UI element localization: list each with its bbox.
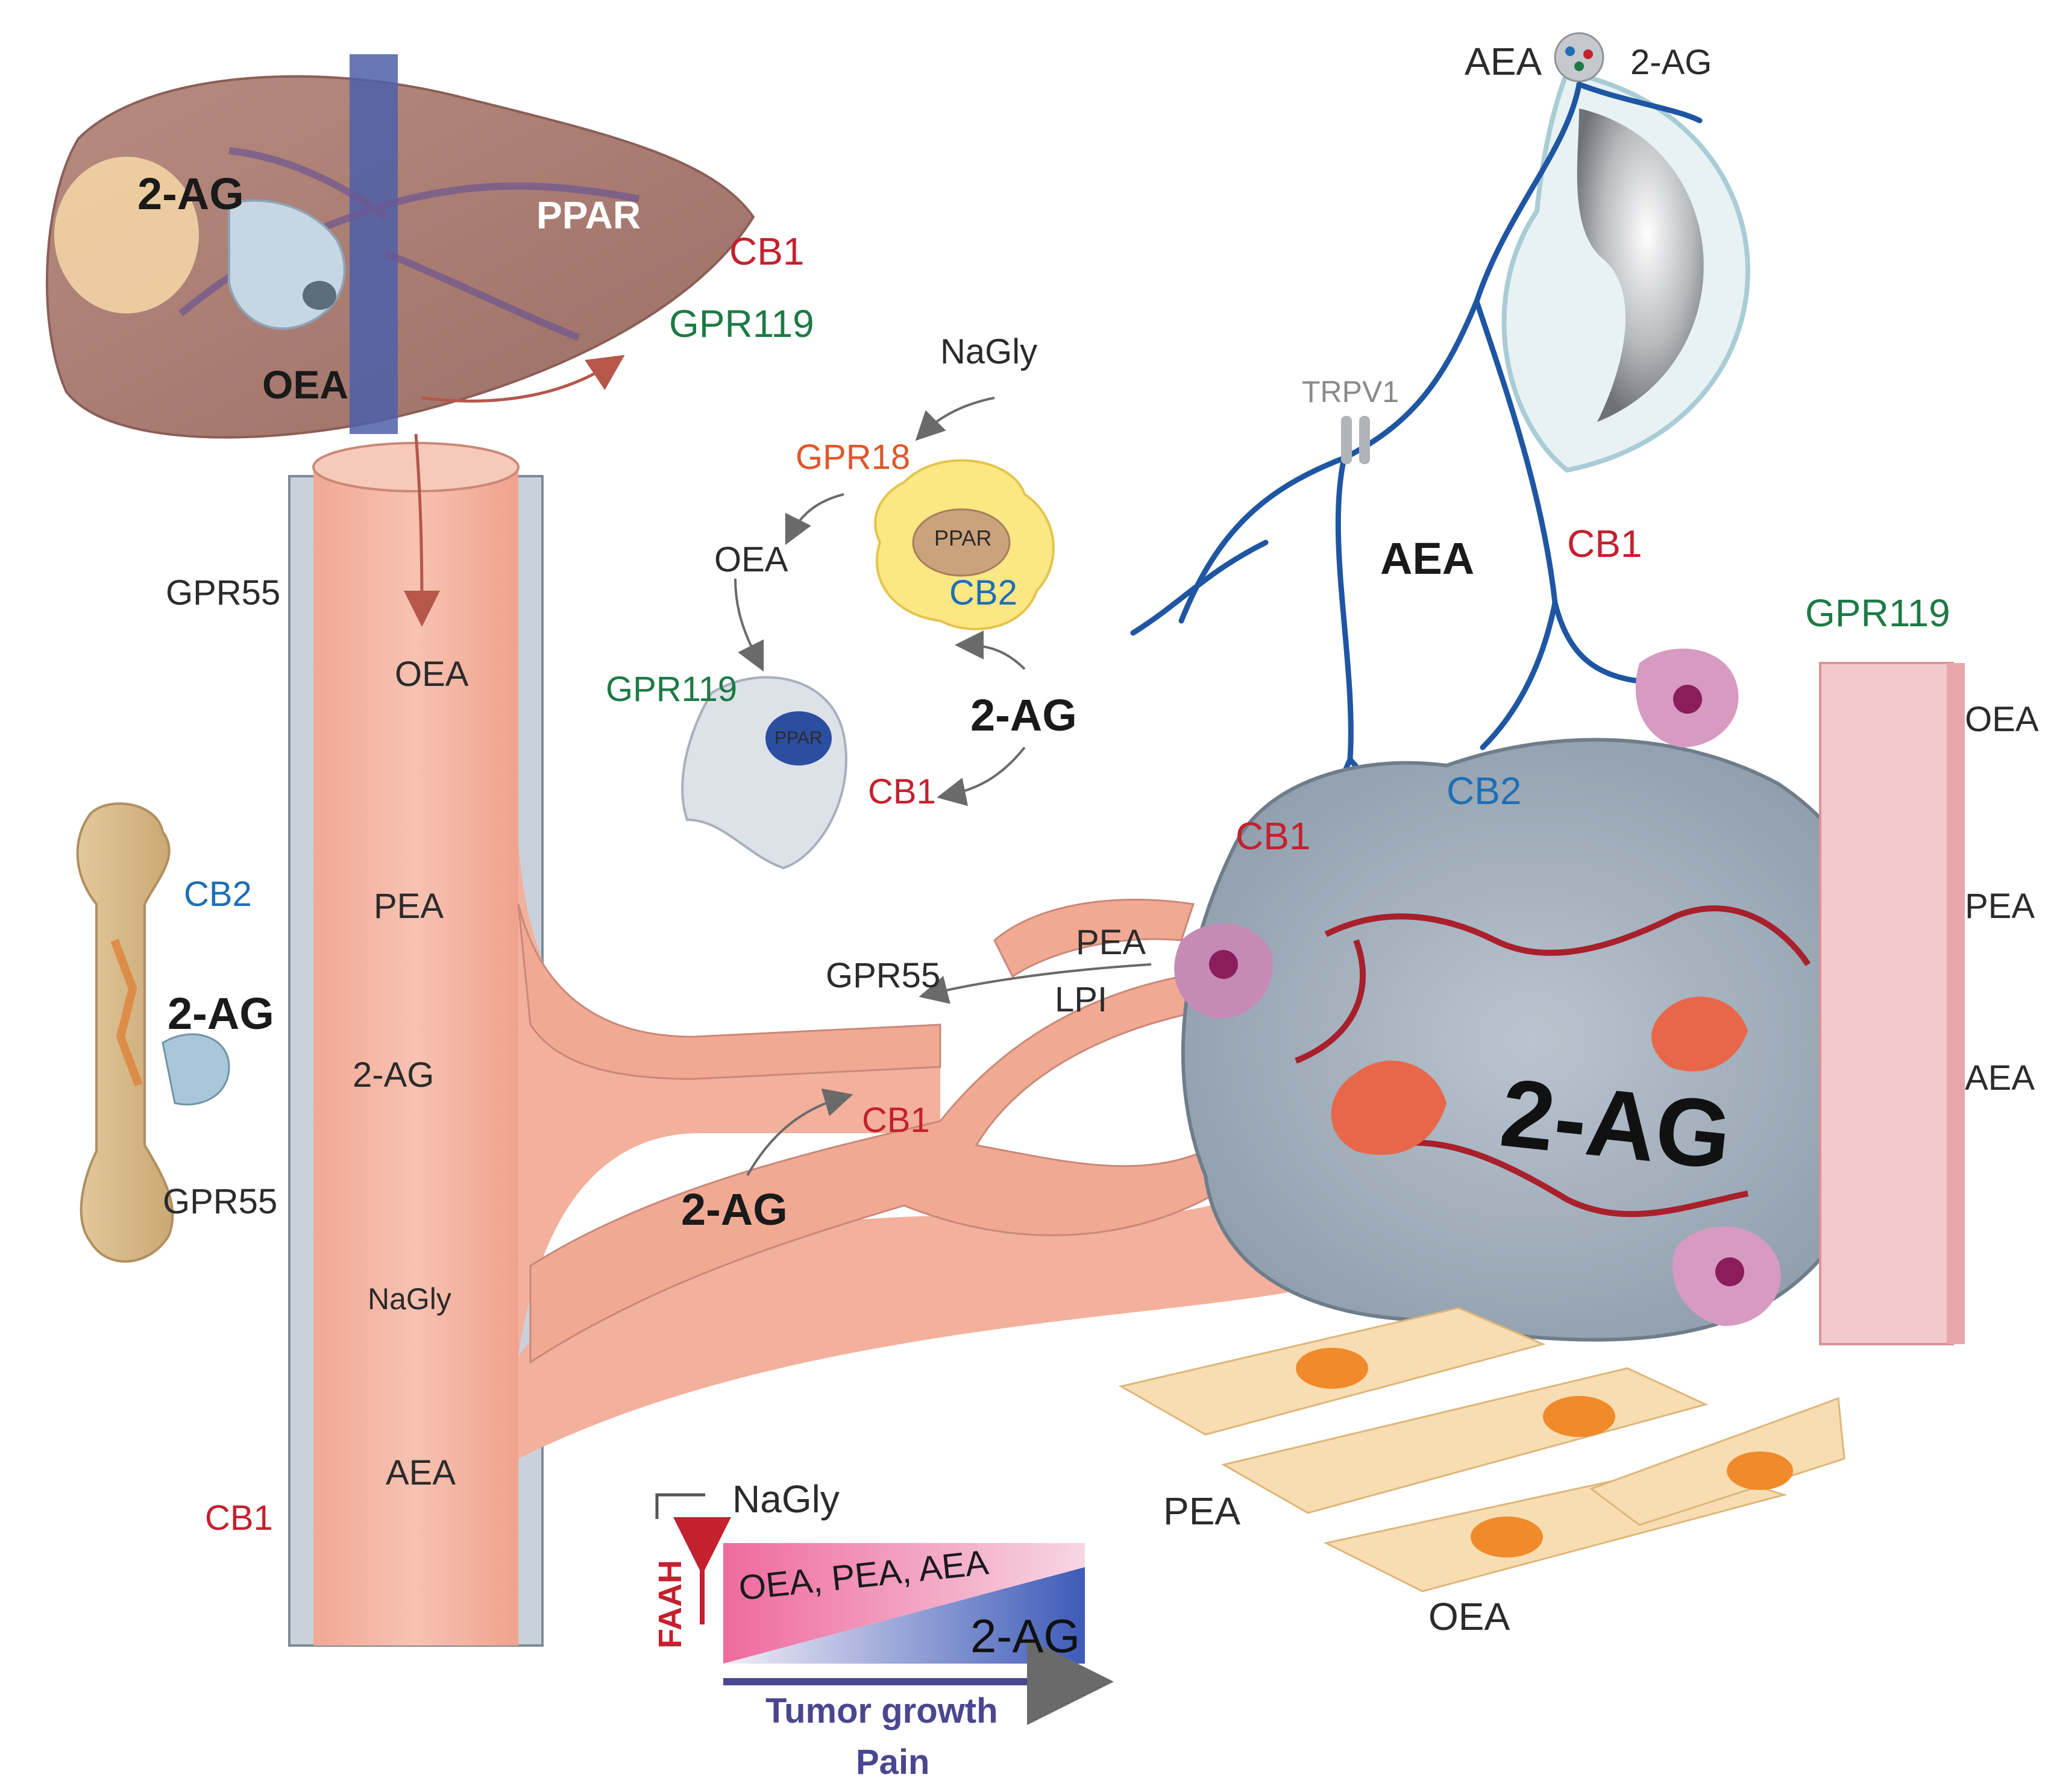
immune-2ag-label: 2-AG <box>970 690 1077 740</box>
legend-pain-label: Pain <box>856 1743 930 1782</box>
liver-oea-label: OEA <box>262 362 349 407</box>
legend-faah-label: FAAH <box>652 1560 688 1649</box>
epithelium-oea-label: OEA <box>1965 700 2039 739</box>
trpv1-label: TRPV1 <box>1302 375 1399 409</box>
vesicle-aea-label: AEA <box>1465 40 1542 83</box>
epithelium-pea-label: PEA <box>1965 887 2035 926</box>
nerve-and-eye <box>1130 32 1750 943</box>
fat-deposit <box>54 157 199 313</box>
legend-upper-label: OEA, PEA, AEA <box>737 1542 991 1608</box>
liver-cb1-label: CB1 <box>729 230 805 273</box>
immune-cb1-label: CB1 <box>868 772 936 811</box>
main-vessel <box>288 442 1302 1647</box>
gpr18-label: GPR18 <box>796 438 911 477</box>
pea-lpi-arrow <box>919 963 1152 1004</box>
liver-2ag-label: 2-AG <box>137 169 244 219</box>
legend <box>655 1493 1114 1725</box>
tumor-mass <box>1174 649 1882 1342</box>
vena-cava <box>350 54 398 434</box>
bone <box>76 802 230 1263</box>
grey-cell-ppar-label: PPAR <box>774 728 823 748</box>
osteoclast-cell <box>162 1033 230 1105</box>
tumor-cb1-label: CB1 <box>1236 814 1311 858</box>
vessel-cb1-label: CB1 <box>205 1498 273 1538</box>
liver-gpr119-label: GPR119 <box>669 302 814 345</box>
liver-arrow <box>421 354 625 403</box>
epithelium-aea-label: AEA <box>1965 1058 2035 1098</box>
yellow-cell-ppar-label: PPAR <box>934 526 992 550</box>
legend-growth-label: Tumor growth <box>765 1691 998 1731</box>
immune-cells <box>681 397 1055 870</box>
epithelium <box>1819 662 1965 1345</box>
immune-oea-label: OEA <box>714 540 788 579</box>
vesicle-2ag-label: 2-AG <box>1630 43 1712 82</box>
nerve-cb1-label: CB1 <box>1567 522 1642 565</box>
fibroblast-oea-label: OEA <box>1428 1595 1510 1638</box>
liver <box>46 54 755 439</box>
vessel-arrow <box>403 433 440 627</box>
legend-lower-label: 2-AG <box>970 1609 1081 1662</box>
vessel-gpr55-top-label: GPR55 <box>166 573 281 612</box>
immune-gpr119-label: GPR119 <box>606 670 738 709</box>
vesicle <box>1554 32 1604 83</box>
branch-vessels <box>517 899 1237 1364</box>
fibroblasts <box>1118 1307 1846 1592</box>
branch-2ag-arrow <box>746 1088 853 1176</box>
nerve-aea-label: AEA <box>1380 533 1475 583</box>
branch-cb1-label: CB1 <box>862 1101 930 1140</box>
bone-cb2-label: CB2 <box>184 875 252 914</box>
immune-nagly-label: NaGly <box>940 332 1038 371</box>
legend-nagly-label: NaGly <box>732 1477 840 1521</box>
branch-lpi-label: LPI <box>1055 980 1108 1019</box>
tumor-gpr119-label: GPR119 <box>1805 591 1950 635</box>
fibroblast-pea-label: PEA <box>1163 1489 1241 1533</box>
bone-2ag-label: 2-AG <box>168 989 274 1039</box>
vessel-2ag-label: 2-AG <box>353 1055 435 1095</box>
immune-cb2-label: CB2 <box>949 573 1017 612</box>
vessel-oea-label: OEA <box>395 655 469 694</box>
vessel-nagly-label: NaGly <box>368 1282 451 1316</box>
branch-pea-label: PEA <box>1076 923 1146 962</box>
bone-gpr55-label: GPR55 <box>163 1182 278 1221</box>
vessel-pea-label: PEA <box>374 887 444 926</box>
branch-gpr55-label: GPR55 <box>826 956 941 995</box>
tumor-2ag-label: 2-AG <box>1495 1058 1736 1190</box>
liver-ppar-label: PPAR <box>536 193 641 237</box>
tumor-cb2-label: CB2 <box>1447 769 1522 813</box>
vessel-aea-label: AEA <box>386 1453 456 1492</box>
branch-2ag-label: 2-AG <box>681 1184 788 1234</box>
